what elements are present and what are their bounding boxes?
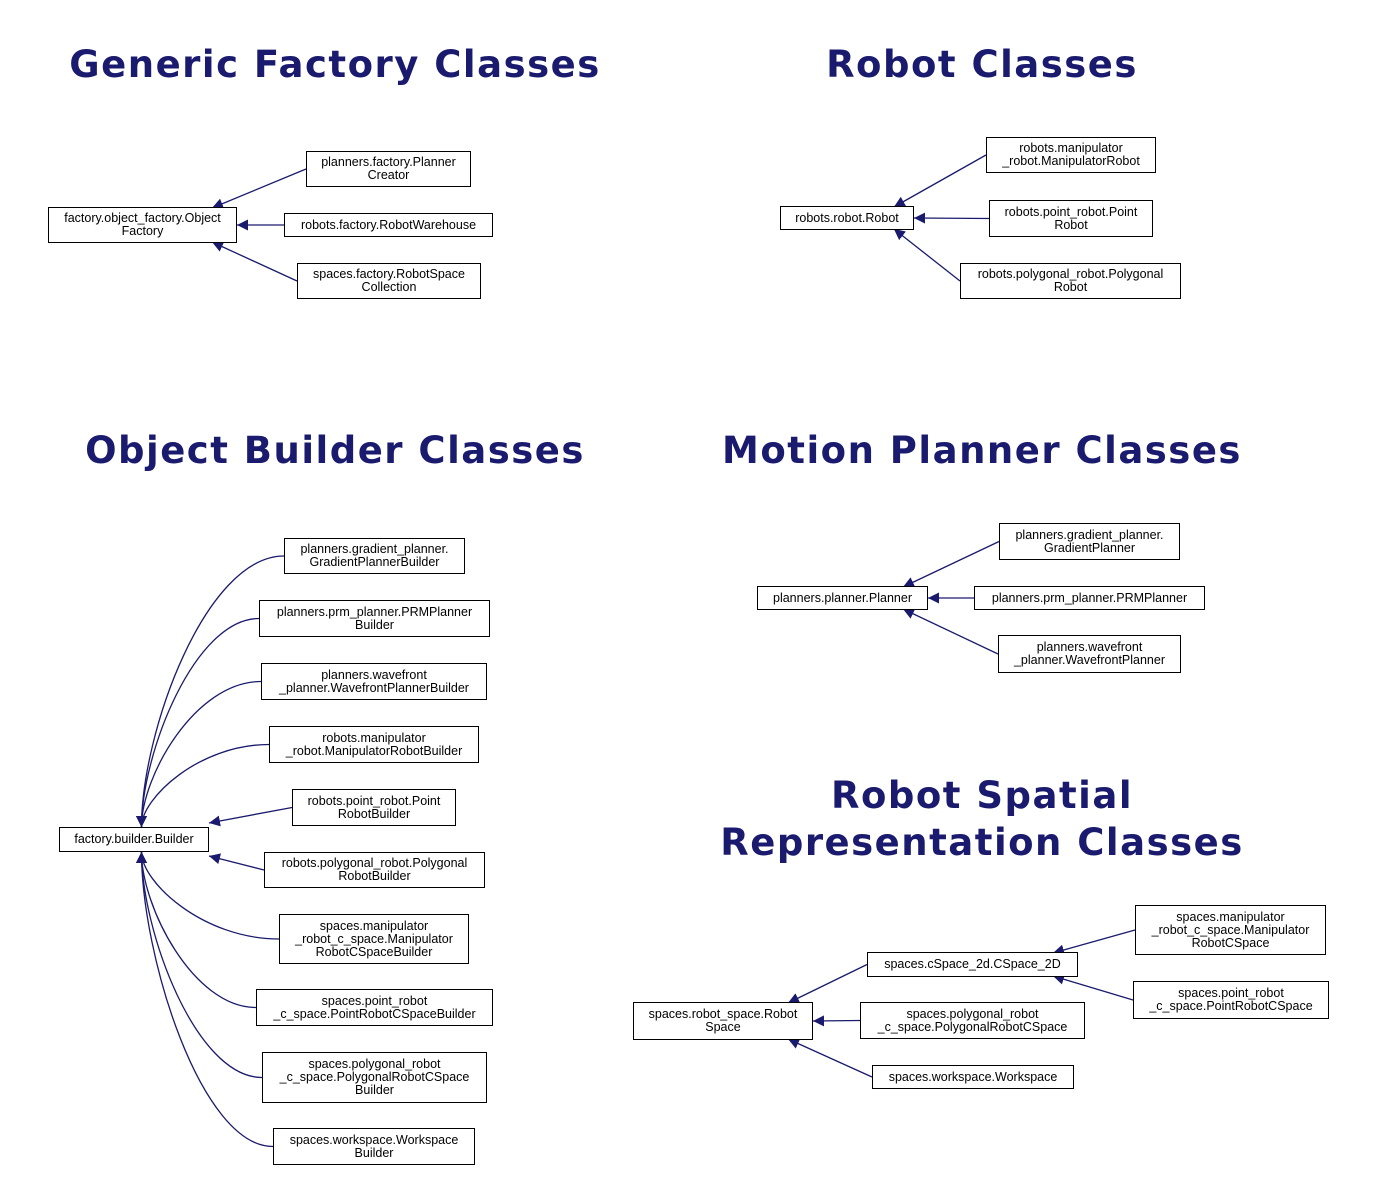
edge-cspace_2d-to-robot_space [787, 963, 868, 1004]
node-point-cspace-builder: spaces.point_robot _c_space.PointRobotCS… [256, 989, 493, 1026]
edge-planner_creator-to-object_factory [211, 168, 307, 209]
edge-point_cspace-to-cspace_2d [1052, 973, 1134, 1001]
edge-point_robot_builder-to-builder [208, 806, 293, 827]
edge-point_robot-to-robot [913, 212, 990, 224]
node-manip-cspace-builder: spaces.manipulator _robot_c_space.Manipu… [279, 914, 469, 964]
node-polygonal-cspace-builder: spaces.polygonal_robot _c_space.Polygona… [262, 1052, 487, 1103]
edge-workspace-to-robot_space [787, 1038, 873, 1078]
title-spatial-line2: Representation Classes [720, 821, 1244, 864]
edge-workspace_builder-to-builder [136, 851, 274, 1148]
edge-gradient_builder-to-builder [136, 555, 285, 828]
edge-manipulator_robot_builder-to-builder [136, 743, 270, 828]
edge-prm_builder-to-builder [136, 617, 260, 828]
edge-manip_cspace-to-cspace_2d [1052, 929, 1136, 956]
edge-robotspace_collection-to-object_factory [211, 241, 298, 282]
node-manipulator-robot-builder: robots.manipulator _robot.ManipulatorRob… [269, 726, 479, 763]
node-robot-space: spaces.robot_space.Robot Space [633, 1002, 813, 1040]
node-point-cspace: spaces.point_robot _c_space.PointRobotCS… [1133, 981, 1329, 1019]
node-polygonal-robot-builder: robots.polygonal_robot.Polygonal RobotBu… [264, 852, 485, 888]
edge-polygonal_cspace-to-robot_space [812, 1015, 861, 1027]
title-object-builder: Object Builder Classes [85, 429, 585, 472]
edge-manipulator_robot-to-robot [893, 154, 987, 208]
node-wavefront-planner: planners.wavefront _planner.WavefrontPla… [998, 635, 1181, 673]
node-prm-builder: planners.prm_planner.PRMPlanner Builder [259, 600, 490, 637]
title-motion-planner: Motion Planner Classes [722, 429, 1242, 472]
node-object-factory: factory.object_factory.Object Factory [48, 207, 237, 243]
node-manipulator-robot: robots.manipulator _robot.ManipulatorRob… [986, 137, 1156, 173]
edge-gradient_planner-to-planner [902, 540, 1000, 588]
edge-polygonal_cspace_builder-to-builder [136, 851, 263, 1079]
node-robot-warehouse: robots.factory.RobotWarehouse [284, 213, 493, 237]
title-spatial-line1: Robot Spatial [830, 774, 1134, 817]
edge-polygonal_robot_builder-to-builder [208, 853, 265, 871]
node-robotspace-collection: spaces.factory.RobotSpace Collection [297, 263, 481, 299]
title-generic-factory: Generic Factory Classes [69, 43, 601, 86]
node-wavefront-builder: planners.wavefront _planner.WavefrontPla… [261, 663, 487, 700]
node-cspace-2d: spaces.cSpace_2d.CSpace_2D [867, 952, 1078, 977]
node-point-robot: robots.point_robot.Point Robot [989, 200, 1153, 237]
node-manip-cspace: spaces.manipulator _robot_c_space.Manipu… [1135, 905, 1326, 955]
node-workspace-builder: spaces.workspace.Workspace Builder [273, 1128, 475, 1165]
node-workspace: spaces.workspace.Workspace [872, 1065, 1074, 1089]
node-polygonal-cspace: spaces.polygonal_robot _c_space.Polygona… [860, 1002, 1085, 1039]
edge-polygonal_robot-to-robot [893, 228, 961, 282]
title-robot: Robot Classes [826, 43, 1138, 86]
edge-manip_cspace_builder-to-builder [136, 851, 280, 940]
node-point-robot-builder: robots.point_robot.Point RobotBuilder [292, 789, 456, 826]
node-gradient-builder: planners.gradient_planner. GradientPlann… [284, 538, 465, 574]
node-polygonal-robot: robots.polygonal_robot.Polygonal Robot [960, 263, 1181, 299]
node-planner: planners.planner.Planner [757, 586, 928, 610]
node-builder: factory.builder.Builder [59, 827, 209, 852]
node-gradient-planner: planners.gradient_planner. GradientPlann… [999, 523, 1180, 560]
edge-wavefront_builder-to-builder [136, 680, 262, 828]
node-robot: robots.robot.Robot [780, 206, 914, 230]
node-planner-creator: planners.factory.Planner Creator [306, 151, 471, 187]
edge-wavefront_planner-to-planner [902, 608, 999, 655]
node-prm-planner: planners.prm_planner.PRMPlanner [974, 586, 1205, 610]
edge-point_cspace_builder-to-builder [136, 851, 257, 1009]
